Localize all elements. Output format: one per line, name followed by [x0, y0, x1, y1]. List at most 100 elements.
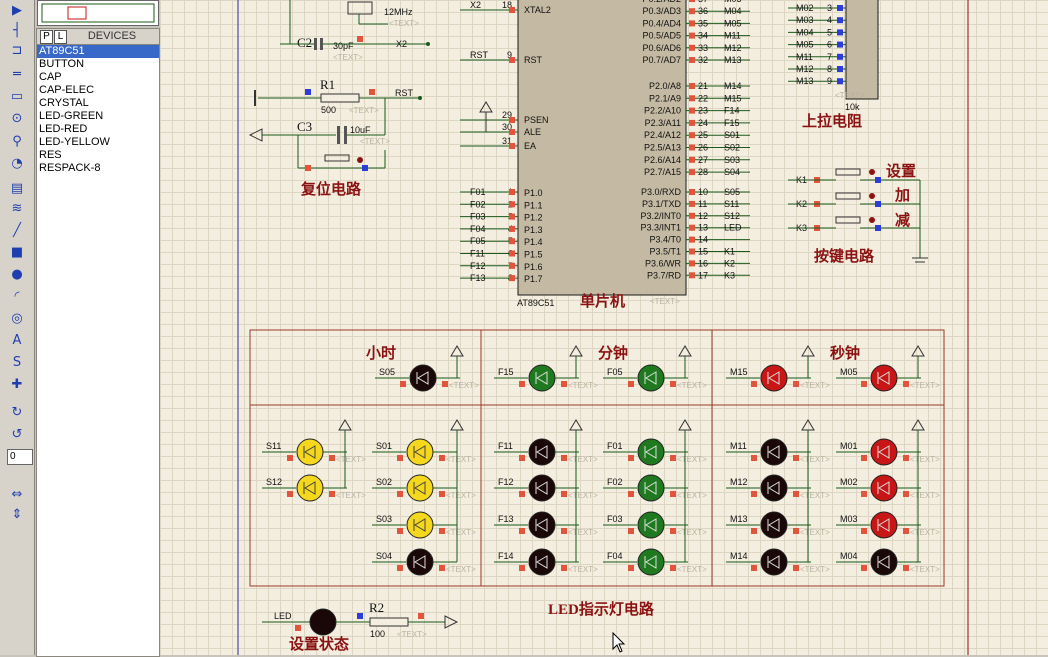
button-dot: [869, 169, 875, 175]
pin-marker: [670, 565, 676, 571]
led-S05: S05<TEXT>: [375, 364, 479, 392]
respack-body: [845, 0, 879, 100]
led-diode-symbol: [535, 518, 548, 532]
graph-icon[interactable]: ≋: [11, 201, 23, 216]
pin-name: P3.1/TXD: [642, 199, 682, 209]
c3-label: C3: [297, 119, 312, 134]
net-label-F01: F01: [470, 187, 486, 197]
virtual-instrument-icon[interactable]: ◔: [11, 156, 23, 171]
device-item[interactable]: CRYSTAL: [39, 97, 89, 109]
led-body: [528, 364, 556, 392]
c3-plate: [337, 126, 340, 144]
net-label-M14: M14: [730, 551, 748, 561]
net-label-F12: F12: [498, 477, 514, 487]
led-body: [760, 438, 788, 466]
tape-icon[interactable]: ▤: [10, 181, 24, 196]
led-F01: F01<TEXT>: [603, 438, 707, 466]
generator-icon[interactable]: ⊙: [11, 111, 23, 126]
component-mode-icon[interactable]: ▶: [12, 3, 22, 18]
terminal-icon[interactable]: ⊐: [11, 43, 23, 58]
pin-marker: [837, 66, 843, 72]
pick-devices-button[interactable]: P: [40, 30, 53, 44]
pin-marker: [689, 0, 695, 2]
device-item[interactable]: RES: [39, 149, 62, 161]
reset-circuit-title: 复位电路: [300, 180, 362, 198]
circle-icon[interactable]: ●: [11, 267, 23, 282]
device-item[interactable]: CAP-ELEC: [39, 84, 95, 96]
pin-marker: [509, 213, 515, 220]
led-body: [760, 474, 788, 502]
led-body: [870, 548, 898, 576]
device-item[interactable]: BUTTON: [39, 58, 85, 70]
c2-value: 30pF: [333, 41, 354, 51]
marker-icon[interactable]: ✚: [11, 377, 23, 392]
pin-number: 16: [698, 258, 708, 268]
pin-name: P2.2/A10: [644, 106, 681, 116]
pin-marker: [689, 212, 695, 219]
pin-marker: [509, 143, 515, 149]
pin-number: 14: [698, 235, 708, 245]
pin-marker: [561, 565, 567, 571]
net-label-S11: S11: [724, 199, 739, 209]
device-item[interactable]: AT89C51: [37, 45, 159, 58]
pin-name: P1.1: [524, 200, 543, 210]
button-dot: [869, 217, 875, 223]
device-item[interactable]: CAP: [39, 71, 62, 83]
rotate-ccw-icon[interactable]: ↺: [11, 427, 23, 442]
text-icon[interactable]: A: [12, 333, 22, 348]
library-button[interactable]: L: [54, 30, 67, 44]
led-text: <TEXT>: [677, 528, 707, 537]
crystal-frequency: 12MHz: [384, 7, 413, 17]
status-led-body: [309, 608, 337, 636]
subcircuit-icon[interactable]: ▭: [10, 89, 24, 104]
pin-marker: [903, 491, 909, 497]
pin-marker: [689, 169, 695, 176]
led-diode-symbol: [535, 371, 548, 385]
box-icon[interactable]: ■: [10, 245, 24, 260]
pin-name: P3.2/INT0: [640, 211, 681, 221]
probe-icon[interactable]: ⚲: [12, 134, 22, 149]
pin-name: EA: [524, 141, 536, 151]
arc-icon[interactable]: ◜: [14, 289, 20, 304]
path-icon[interactable]: ◎: [11, 311, 23, 326]
c2-text: <TEXT>: [333, 53, 363, 62]
power-arrow: [248, 128, 263, 142]
net-label-M11: M11: [724, 31, 741, 41]
led-diode-symbol: [767, 555, 780, 569]
line-icon[interactable]: ╱: [13, 223, 21, 238]
status-title: 设置状态: [289, 635, 349, 653]
pin-name: P2.7/A15: [644, 167, 681, 177]
symbol-icon[interactable]: S: [12, 355, 22, 370]
led-text: <TEXT>: [336, 455, 366, 464]
led-text: <TEXT>: [568, 381, 598, 390]
device-item[interactable]: LED-YELLOW: [39, 136, 110, 148]
pin-marker: [861, 381, 867, 387]
mirror-v-icon[interactable]: ⇕: [11, 507, 23, 522]
led-F03: F03<TEXT>: [603, 511, 707, 539]
pin-marker: [903, 528, 909, 534]
bus-icon[interactable]: ═: [13, 67, 21, 82]
pin-marker: [875, 177, 881, 183]
seconds-label: 秒钟: [830, 344, 860, 362]
device-item[interactable]: RESPACK-8: [39, 162, 101, 174]
pin-name: P2.1/A9: [649, 93, 681, 103]
overview-preview[interactable]: [37, 0, 159, 26]
rotation-angle-input[interactable]: 0: [7, 449, 33, 465]
net-label-K3: K3: [724, 270, 735, 280]
pin-icon[interactable]: ┤: [13, 23, 21, 38]
mcu-at89c51[interactable]: X218XTAL2RST9RST29PSEN30ALE31EAF011P1.0F…: [460, 0, 750, 310]
led-body: [296, 438, 324, 466]
mirror-h-icon[interactable]: ⇔: [11, 487, 23, 502]
pin-number: 28: [698, 167, 708, 177]
led-M14: M14<TEXT>: [726, 548, 830, 576]
device-item[interactable]: LED-RED: [39, 123, 88, 135]
led-body: [637, 438, 665, 466]
pin-marker: [509, 129, 515, 135]
pin-number: 22: [698, 93, 708, 103]
pin-marker: [397, 455, 403, 461]
device-item[interactable]: LED-GREEN: [39, 110, 104, 122]
rotate-cw-icon[interactable]: ↻: [11, 405, 23, 420]
led-diode-symbol: [644, 371, 657, 385]
